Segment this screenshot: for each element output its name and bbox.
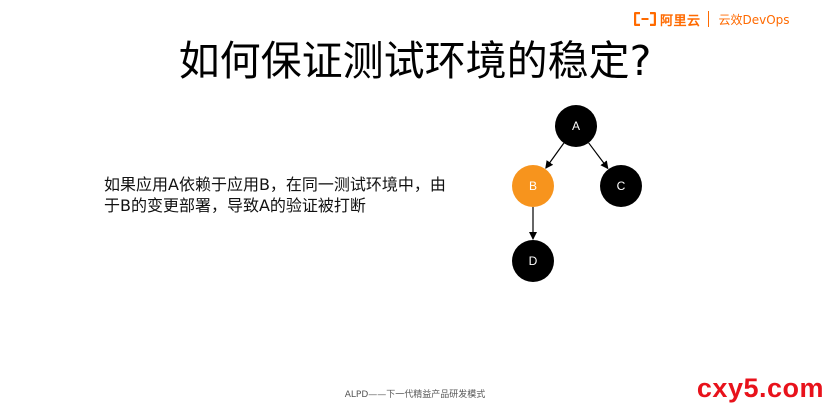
node-label-b: B	[529, 179, 537, 193]
slide-footer: ALPD——下一代精益产品研发模式	[344, 390, 486, 400]
node-label-c: C	[617, 179, 626, 193]
edge-a-b	[545, 142, 565, 169]
node-circle-a	[555, 105, 597, 147]
edge-a-c	[588, 142, 609, 170]
slide-body-text: 如果应用A依赖于应用B，在同一测试环境中，由于B的变更部署，导致A的验证被打断	[104, 175, 446, 215]
brand-divider	[707, 11, 709, 27]
node-b: B	[512, 165, 554, 207]
diagram-edges	[529, 142, 609, 240]
node-a: A	[555, 105, 597, 147]
diagram-nodes: A B C D	[512, 105, 642, 282]
dependency-diagram: A B C D	[512, 105, 642, 282]
slide-title: 如何保证测试环境的稳定?	[178, 37, 652, 85]
node-circle-b	[512, 165, 554, 207]
node-circle-d	[512, 240, 554, 282]
watermark: cxy5.com	[696, 373, 824, 403]
aliyun-bracket-icon	[634, 12, 656, 26]
node-d: D	[512, 240, 554, 282]
brand-logo: 阿里云 云效DevOps	[634, 8, 790, 30]
brand-name: 阿里云	[660, 13, 701, 29]
node-label-d: D	[529, 254, 538, 268]
brand-product: 云效DevOps	[718, 12, 790, 27]
node-label-a: A	[572, 119, 580, 133]
node-c: C	[600, 165, 642, 207]
node-circle-c	[600, 165, 642, 207]
